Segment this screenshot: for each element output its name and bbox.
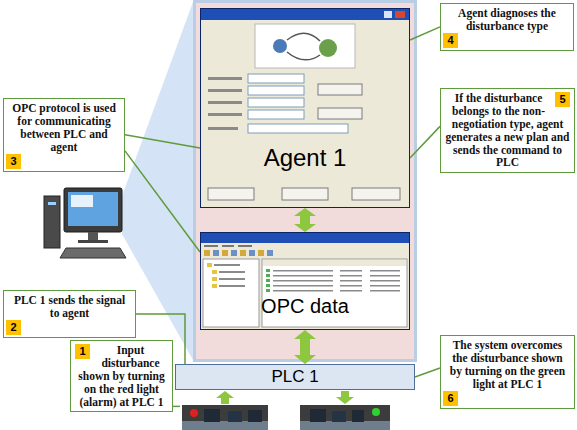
double-arrow (294, 330, 316, 364)
photo-frame (182, 405, 268, 430)
leader-line (125, 135, 200, 148)
callout-text: PLC 1 sends the signal to agent (8, 294, 131, 334)
machine-block (248, 410, 262, 422)
plc-label: PLC 1 (176, 365, 414, 389)
monitor-base (78, 240, 108, 243)
callout-number: 3 (6, 154, 21, 169)
leader-line (125, 151, 200, 252)
callout-number: 4 (443, 33, 458, 48)
callout-box: The system overcomes the disturbance sho… (440, 335, 575, 409)
photo-red-alarm (182, 405, 268, 430)
conveyor (182, 421, 268, 430)
tower-light (48, 202, 56, 205)
photo-frame (300, 405, 390, 430)
monitor (64, 188, 122, 232)
machine-block (332, 411, 346, 422)
double-arrow (294, 208, 316, 232)
agent-window-illustration (200, 8, 410, 208)
callout-text: OPC protocol is used for communicating b… (8, 102, 120, 168)
callout-box: OPC protocol is used for communicating b… (3, 98, 125, 172)
window-title-text: OPC data (200, 295, 410, 318)
machine-block (228, 411, 242, 422)
computer-tower (44, 196, 60, 248)
callout-text: The system overcomes the disturbance sho… (445, 339, 570, 405)
machine-block (204, 409, 220, 422)
callout-number: 6 (443, 391, 458, 406)
computer-icon (44, 188, 126, 258)
leader-line (410, 27, 440, 40)
callout-box: 1Input disturbance shown by turning on t… (70, 340, 173, 412)
leader-line (410, 126, 440, 158)
callout-text: Agent diagnoses the disturbance type (445, 7, 569, 47)
conveyor (300, 421, 390, 430)
screen-window (71, 195, 93, 207)
callout-number: 2 (6, 320, 21, 335)
photo-green-light (300, 405, 390, 430)
plc-box: PLC 1 (175, 364, 415, 390)
monitor-stand (88, 232, 98, 240)
callout-number: 1 (75, 344, 90, 359)
agent-window: Agent 1 (200, 8, 410, 208)
callout-box: PLC 1 sends the signal to agent2 (3, 290, 136, 338)
leader-line (415, 368, 440, 377)
red-light (190, 409, 198, 417)
machine-block (352, 410, 364, 422)
callout-box: Agent diagnoses the disturbance type4 (440, 3, 574, 51)
leader-line (173, 406, 180, 408)
down-arrow (336, 391, 354, 404)
opc-window: OPC data (200, 232, 410, 330)
up-arrow (216, 391, 234, 404)
monitor-screen (68, 192, 118, 226)
machine-block (310, 409, 326, 422)
callout-number: 5 (555, 92, 570, 107)
screenshot-frame (195, 2, 416, 361)
keyboard (60, 248, 126, 258)
callout-text: If the disturbance belongs to the non-ne… (445, 92, 570, 169)
window-title-text: Agent 1 (200, 144, 410, 172)
green-light (372, 408, 380, 416)
callout-box: 5If the disturbance belongs to the non-n… (440, 88, 575, 173)
